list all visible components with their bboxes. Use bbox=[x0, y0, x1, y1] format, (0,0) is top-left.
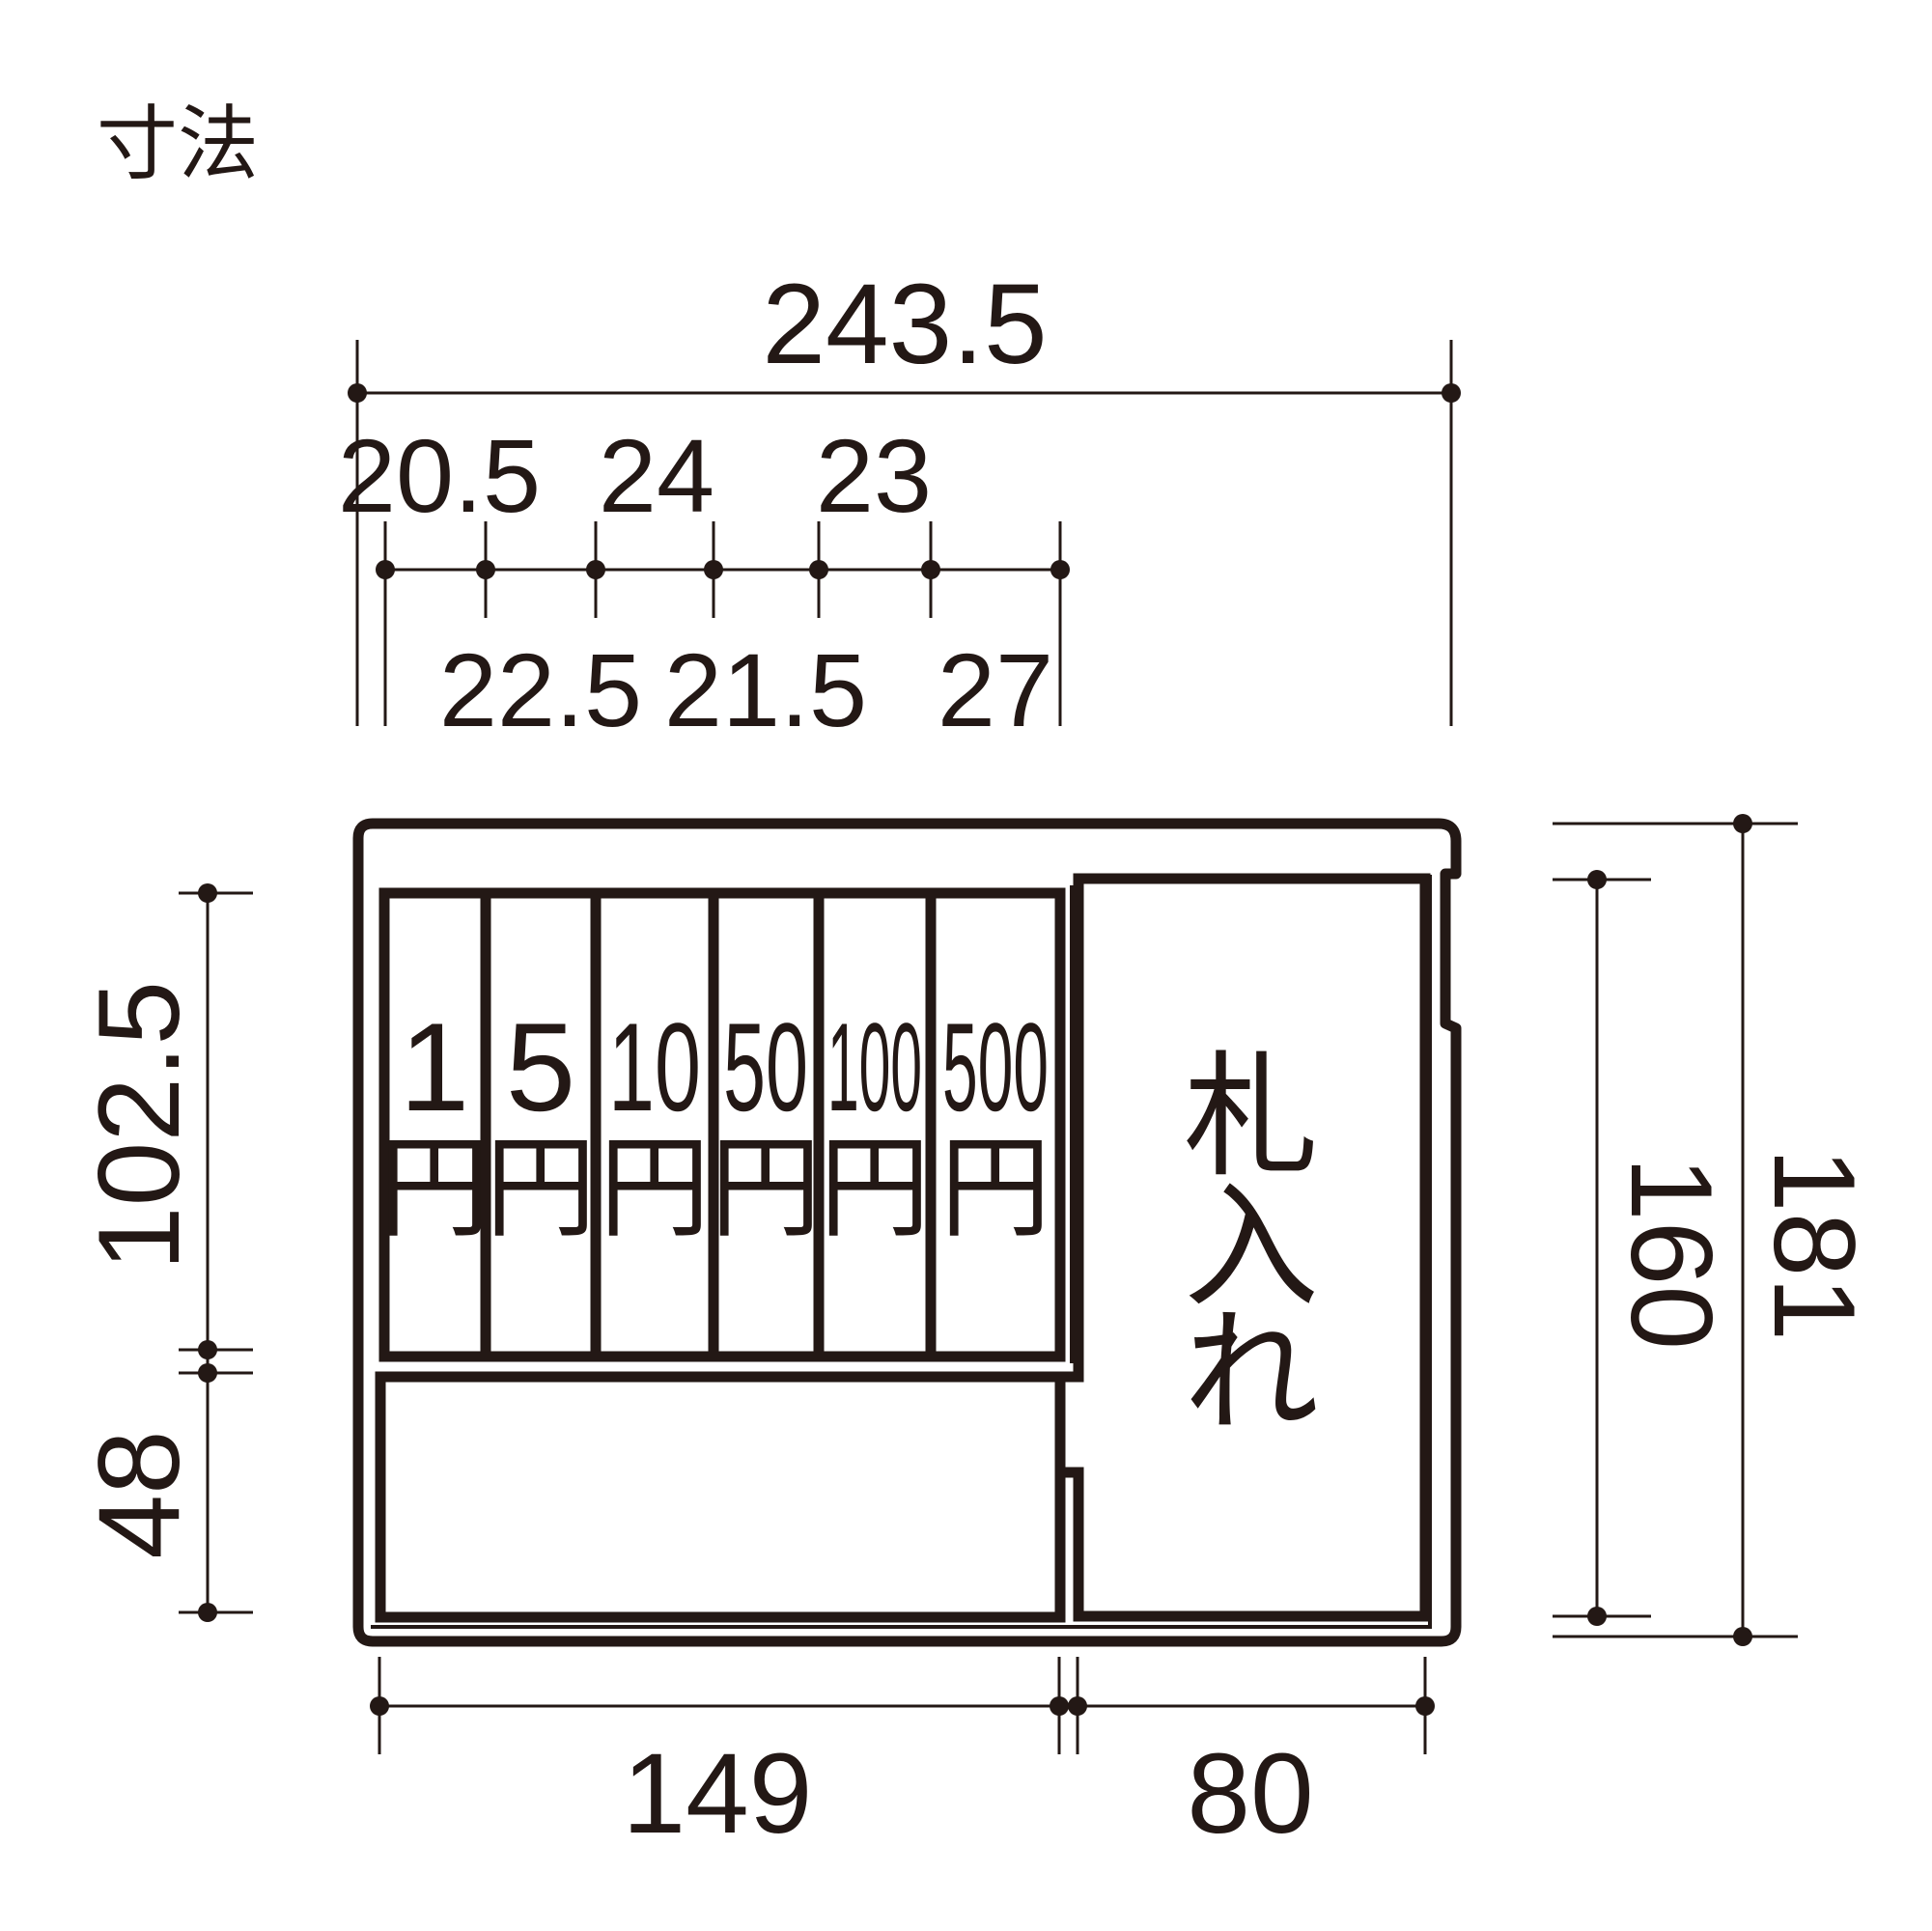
width-label-10yen: 24 bbox=[599, 417, 714, 534]
coin-value-5: 5 bbox=[506, 996, 575, 1137]
bill-label-char-3: れ bbox=[1184, 1295, 1319, 1452]
compartment-width-dimensions: 20.5 24 23 22.5 21.5 27 bbox=[338, 417, 1070, 748]
coin-unit-100: 円 bbox=[819, 1124, 930, 1253]
left-height-dimensions: 102.5 48 bbox=[74, 883, 253, 1622]
coin-compartment-5yen: 5 円 bbox=[485, 996, 596, 1253]
coin-compartment-100yen: 100 円 bbox=[819, 996, 930, 1253]
coin-unit-50: 円 bbox=[710, 1124, 821, 1253]
bill-compartment: 札 入 れ bbox=[1060, 873, 1431, 1622]
coin-compartment-50yen: 50 円 bbox=[710, 996, 821, 1253]
width-label-50yen: 21.5 bbox=[664, 631, 867, 748]
coin-value-500: 500 bbox=[942, 996, 1049, 1137]
coin-compartment-500yen: 500 円 bbox=[939, 996, 1050, 1253]
width-label-500yen: 27 bbox=[938, 631, 1053, 748]
coin-unit-10: 円 bbox=[599, 1124, 710, 1253]
width-label-5yen: 22.5 bbox=[439, 631, 642, 748]
bottom-width-dimensions: 149 80 bbox=[370, 1657, 1435, 1858]
coin-value-10: 10 bbox=[608, 996, 701, 1137]
coin-value-100: 100 bbox=[827, 996, 922, 1137]
bill-label-char-2: 入 bbox=[1184, 1169, 1319, 1327]
right-height-dimensions: 160 181 bbox=[1553, 814, 1879, 1646]
width-label-100yen: 23 bbox=[816, 417, 932, 534]
coin-unit-500: 円 bbox=[939, 1124, 1050, 1253]
inner-height-label: 160 bbox=[1607, 1157, 1736, 1350]
overall-height-label: 181 bbox=[1750, 1148, 1879, 1341]
overall-width-label: 243.5 bbox=[762, 261, 1047, 388]
coin-compartment-1yen: 1 円 bbox=[378, 996, 490, 1253]
overall-width-dimension: 243.5 bbox=[348, 261, 1461, 726]
coin-unit-1: 円 bbox=[378, 1124, 490, 1253]
coin-height-label: 102.5 bbox=[74, 981, 204, 1271]
coin-value-1: 1 bbox=[400, 996, 469, 1137]
coin-section bbox=[378, 887, 1066, 1362]
coin-value-50: 50 bbox=[723, 996, 808, 1137]
coin-compartment-10yen: 10 円 bbox=[599, 996, 710, 1253]
tray-height-label: 48 bbox=[74, 1430, 204, 1558]
drawing-title: 寸法 bbox=[97, 97, 259, 191]
bill-label-char-1: 札 bbox=[1184, 1039, 1319, 1196]
coin-section-width-label: 149 bbox=[623, 1730, 813, 1858]
bill-section-width-label: 80 bbox=[1187, 1730, 1313, 1858]
width-label-1yen: 20.5 bbox=[338, 417, 541, 534]
lower-tray bbox=[375, 1371, 1066, 1623]
coin-unit-5: 円 bbox=[485, 1124, 596, 1253]
